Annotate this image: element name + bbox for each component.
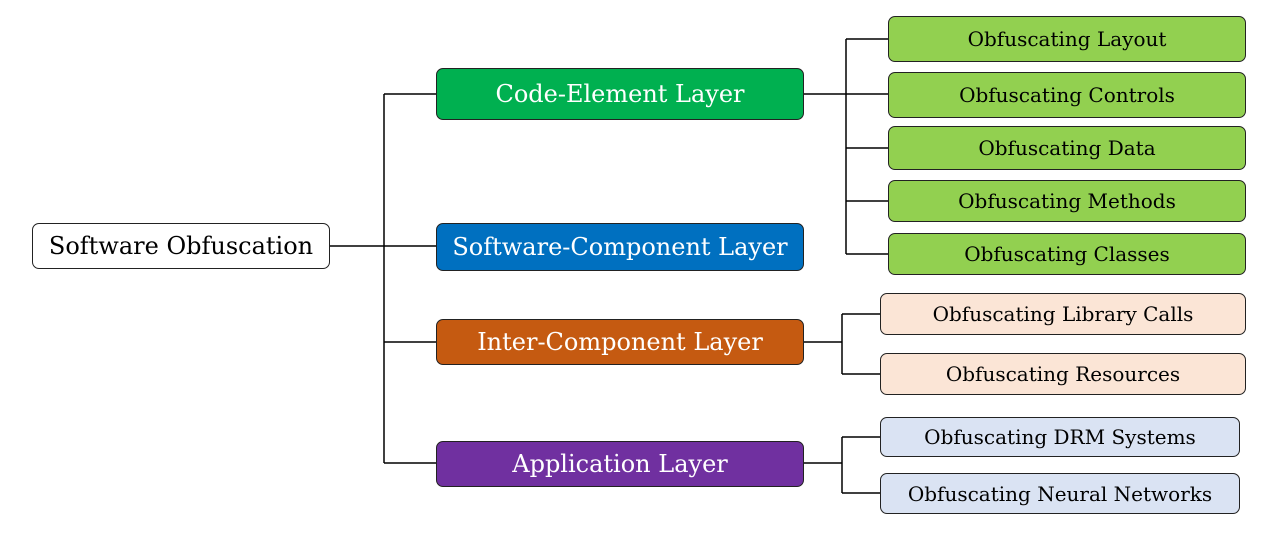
layer-label: Code-Element Layer [495, 80, 745, 108]
layer-node-application: Application Layer [436, 441, 804, 487]
leaf-obfuscating-methods: Obfuscating Methods [888, 180, 1246, 222]
layer-node-software-component: Software-Component Layer [436, 223, 804, 271]
leaf-label: Obfuscating Layout [967, 27, 1167, 51]
leaf-obfuscating-library-calls: Obfuscating Library Calls [880, 293, 1246, 335]
layer-label: Inter-Component Layer [477, 328, 763, 356]
leaf-label: Obfuscating Neural Networks [907, 481, 1213, 506]
leaf-label: Obfuscating Methods [958, 189, 1176, 213]
leaf-obfuscating-controls: Obfuscating Controls [888, 72, 1246, 118]
leaf-obfuscating-classes: Obfuscating Classes [888, 233, 1246, 275]
leaf-obfuscating-layout: Obfuscating Layout [888, 16, 1246, 62]
leaf-obfuscating-drm-systems: Obfuscating DRM Systems [880, 417, 1240, 457]
layer-label: Application Layer [512, 450, 728, 478]
leaf-label: Obfuscating DRM Systems [924, 425, 1196, 449]
root-node: Software Obfuscation [32, 223, 330, 269]
layer-label: Software-Component Layer [452, 233, 788, 261]
leaf-obfuscating-data: Obfuscating Data [888, 126, 1246, 170]
leaf-label: Obfuscating Resources [945, 362, 1181, 386]
root-label: Software Obfuscation [48, 232, 314, 260]
layer-node-code-element: Code-Element Layer [436, 68, 804, 120]
leaf-label: Obfuscating Library Calls [932, 302, 1194, 326]
leaf-obfuscating-neural-networks: Obfuscating Neural Networks [880, 473, 1240, 514]
leaf-label: Obfuscating Data [978, 136, 1156, 160]
leaf-label: Obfuscating Controls [959, 83, 1175, 107]
leaf-label: Obfuscating Classes [964, 242, 1170, 266]
leaf-obfuscating-resources: Obfuscating Resources [880, 353, 1246, 395]
layer-node-inter-component: Inter-Component Layer [436, 319, 804, 365]
